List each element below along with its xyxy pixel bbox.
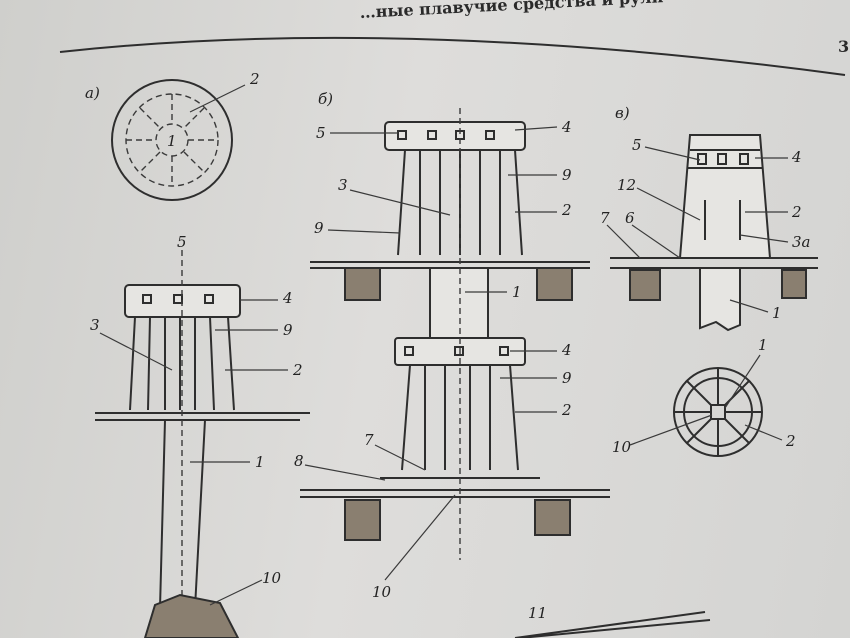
post	[429, 267, 489, 341]
label: 7	[600, 209, 610, 227]
label: 3	[338, 176, 348, 194]
label: 2	[292, 361, 303, 379]
label: 8	[294, 452, 304, 470]
rock-base	[143, 593, 240, 638]
label: 2	[785, 432, 796, 450]
label: 1	[255, 453, 265, 471]
label: 4	[791, 148, 802, 166]
label: 4	[561, 118, 572, 136]
label: 6	[625, 209, 635, 227]
label: 5	[177, 233, 187, 251]
label: 4	[561, 341, 572, 359]
label: 2	[561, 201, 572, 219]
label: 7	[364, 431, 374, 449]
label: 1	[758, 336, 768, 354]
header-rule	[59, 36, 846, 76]
label: 5	[632, 136, 642, 154]
label: 12	[617, 176, 636, 194]
label: 5	[316, 124, 326, 142]
label: 2	[791, 203, 802, 221]
label: 9	[562, 369, 572, 387]
label: 3	[90, 316, 100, 334]
label: 3а	[792, 233, 811, 251]
label: 10	[372, 583, 392, 601]
panel-label-b: б)	[318, 90, 333, 108]
page-number: 3	[838, 37, 849, 56]
figure-b: б) 5 4 9 3 2 9 1 4 9 2 7 8 1	[294, 90, 610, 601]
label: 9	[283, 321, 293, 339]
label: 9	[562, 166, 572, 184]
running-title: …ные плавучие средства и рули	[359, 0, 664, 22]
label: 10	[612, 438, 632, 456]
label: 1	[772, 304, 782, 322]
figure-a: а) 2 1 5 4 9 3 2 1 10	[85, 70, 310, 638]
label: 2	[561, 401, 572, 419]
label-11: 11	[528, 604, 547, 622]
label: 10	[262, 569, 282, 587]
figure-c: в) 5 4 12 2 3а 7 6 1 1 10 2	[600, 104, 818, 457]
label: 2	[249, 70, 260, 88]
label: 9	[314, 219, 324, 237]
label: 1	[167, 132, 177, 150]
figure-11-edge	[514, 611, 711, 638]
panel-label-a: а)	[85, 84, 100, 102]
label: 1	[512, 283, 522, 301]
panel-label-c: в)	[615, 104, 630, 122]
label: 4	[282, 289, 293, 307]
top-view-circle	[111, 79, 233, 201]
